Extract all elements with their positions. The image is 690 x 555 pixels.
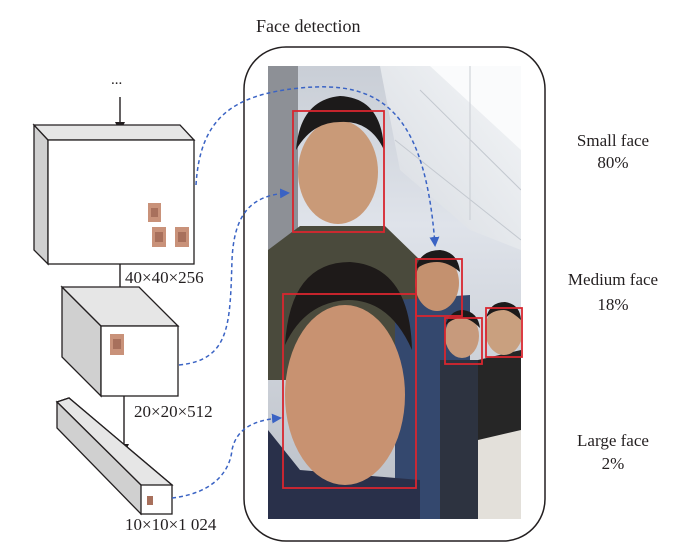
connector-medium-face: [178, 188, 290, 366]
large-face-name: Large face: [577, 431, 649, 450]
medium-face-name: Medium face: [567, 270, 659, 289]
feature-map-10: [55, 397, 174, 516]
small-face-name: Small face: [576, 131, 650, 150]
face-patches-10: [147, 496, 153, 505]
face-patches-40: [148, 203, 189, 247]
feature-map-40-label: 40×40×256: [125, 268, 204, 287]
small-face-box: [292, 110, 385, 233]
group-photo: [268, 66, 521, 519]
detection-boxes: [282, 110, 523, 489]
small-face-share: 80%: [597, 153, 629, 172]
ellipsis-label: ...: [111, 72, 123, 88]
medium-face-share: 18%: [597, 295, 629, 314]
feature-map-40: [32, 123, 196, 266]
scale-connectors: [171, 86, 440, 499]
detection-frame: [243, 46, 546, 542]
connector-small-face: [195, 86, 440, 247]
small-face-box-3: [485, 307, 523, 358]
connector-large-face: [171, 413, 282, 499]
small-face-box-2: [444, 317, 483, 365]
feature-map-20: [60, 285, 180, 398]
large-face-share: 2%: [601, 454, 625, 473]
diagram-title: Face detection: [256, 16, 361, 36]
large-face-box: [282, 293, 417, 489]
feature-map-10-label: 10×10×1 024: [125, 515, 217, 534]
feature-map-20-label: 20×20×512: [134, 402, 213, 421]
face-patches-20: [110, 334, 124, 355]
medium-face-box: [415, 258, 463, 317]
